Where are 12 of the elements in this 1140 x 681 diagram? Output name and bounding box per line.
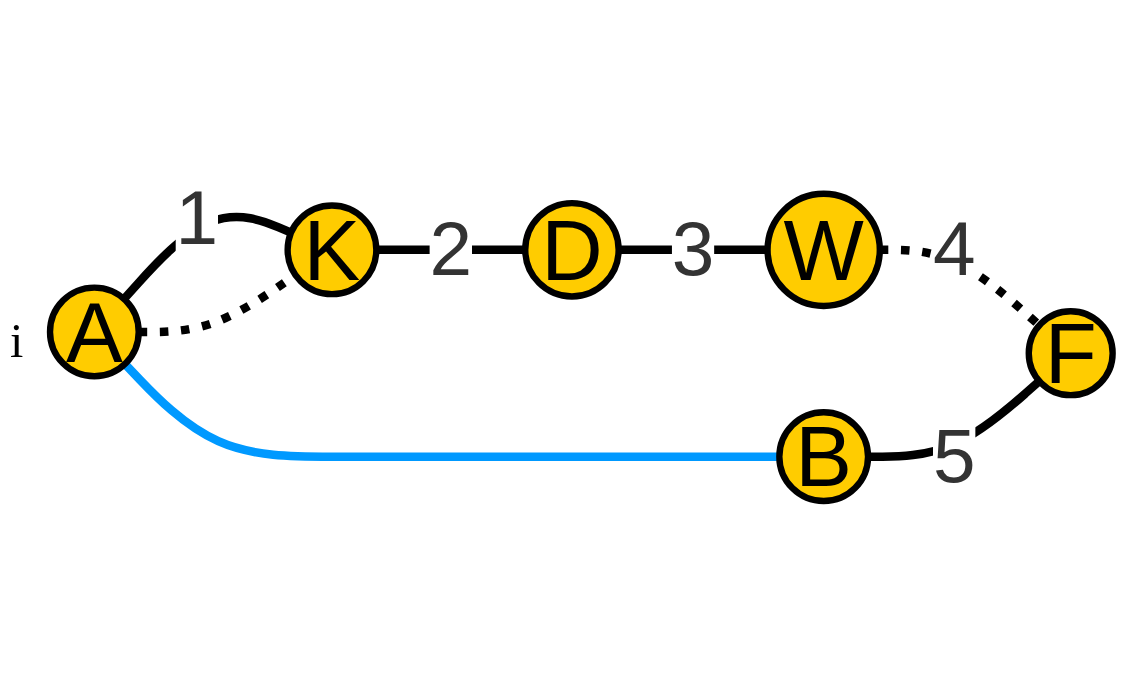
edge-label: 5 bbox=[933, 411, 976, 500]
node-caption: i bbox=[10, 314, 24, 367]
node-circle: D bbox=[522, 199, 623, 300]
node-circle: K bbox=[284, 202, 380, 298]
edge-label: 1 bbox=[175, 173, 219, 261]
edge-label: 2 bbox=[429, 205, 473, 293]
node-circle: A bbox=[47, 284, 143, 380]
node-circle: W bbox=[764, 190, 884, 310]
edge-label: 4 bbox=[933, 205, 976, 293]
edge-label: 3 bbox=[672, 205, 715, 293]
node-circle: F bbox=[1025, 308, 1117, 399]
node-circle: B bbox=[776, 409, 872, 505]
